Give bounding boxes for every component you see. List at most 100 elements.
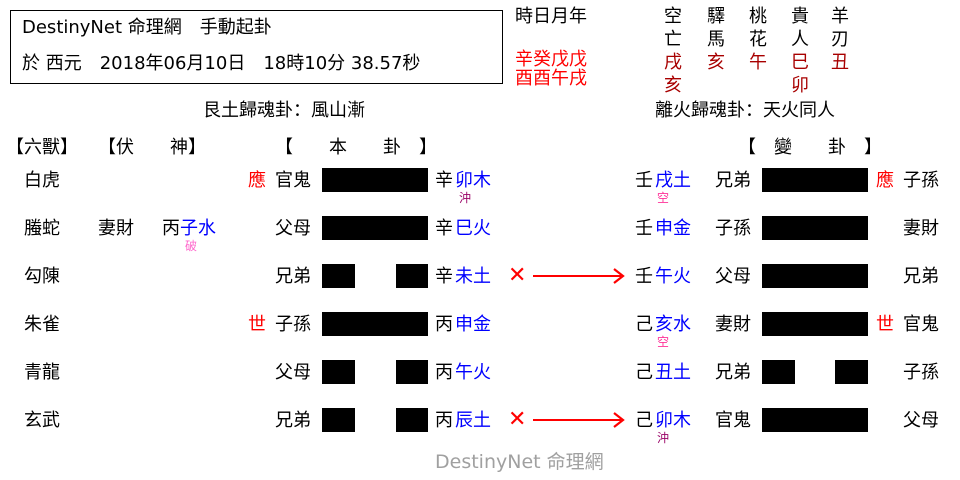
yin-line-left xyxy=(322,408,355,432)
relation: 父母 xyxy=(275,362,311,383)
changed-yang-line xyxy=(762,168,868,192)
shensha-value: 卯 xyxy=(791,75,809,96)
changed-stem: 己 xyxy=(635,410,653,431)
shensha-value: 丑 xyxy=(831,52,849,73)
changed-yang-line xyxy=(762,264,868,288)
changed-yin-line-left xyxy=(762,360,795,384)
changed-relation: 妻財 xyxy=(715,314,751,335)
pillars-branches: 酉酉午戌 xyxy=(515,68,587,89)
world-marker: 世 xyxy=(876,314,894,335)
yin-line-right xyxy=(396,408,428,432)
line-stem: 丙 xyxy=(435,362,453,383)
changed-relation: 兄弟 xyxy=(715,170,751,191)
changed-right-relation: 子孫 xyxy=(903,170,939,191)
shensha-name: 亡 xyxy=(664,29,682,50)
changed-branch: 亥水 xyxy=(655,314,691,335)
response-marker: 應 xyxy=(248,170,266,191)
shensha-value: 午 xyxy=(749,52,767,73)
changed-branch: 戌土 xyxy=(655,170,691,191)
line-branch: 未土 xyxy=(455,266,491,287)
six-beast: 勾陳 xyxy=(24,266,60,287)
line-branch: 辰土 xyxy=(455,410,491,431)
shensha-value: 戌 xyxy=(664,52,682,73)
shensha-name: 花 xyxy=(749,29,767,50)
changed-branch: 丑土 xyxy=(655,362,691,383)
line-branch: 巳火 xyxy=(455,218,491,239)
shensha-name: 羊 xyxy=(831,6,849,27)
shensha-name: 馬 xyxy=(707,29,725,50)
changed-right-relation: 父母 xyxy=(903,410,939,431)
yin-line-left xyxy=(322,360,355,384)
pillars-label: 時日月年 xyxy=(515,6,587,27)
changed-branch: 卯木 xyxy=(655,410,691,431)
response-marker: 應 xyxy=(876,170,894,191)
changed-relation: 父母 xyxy=(715,266,751,287)
shensha-name: 空 xyxy=(664,6,682,27)
hidden-stem: 丙 xyxy=(162,218,180,239)
relation: 兄弟 xyxy=(275,266,311,287)
header-changed-hexagram: 【 變 卦 】 xyxy=(738,137,882,158)
void-note: 空 xyxy=(657,191,670,205)
line-stem: 辛 xyxy=(435,218,453,239)
changed-stem: 壬 xyxy=(635,218,653,239)
arrow-right-icon xyxy=(613,268,625,284)
changed-hexagram-title: 離火歸魂卦：天火同人 xyxy=(655,100,835,121)
changed-stem: 己 xyxy=(635,314,653,335)
changed-relation: 兄弟 xyxy=(715,362,751,383)
line-branch: 午火 xyxy=(455,362,491,383)
yin-line-left xyxy=(322,264,355,288)
shensha-name: 人 xyxy=(791,29,809,50)
changed-yang-line xyxy=(762,216,868,240)
changed-stem: 己 xyxy=(635,362,653,383)
shensha-name: 桃 xyxy=(749,6,767,27)
changed-relation: 官鬼 xyxy=(715,410,751,431)
yang-line xyxy=(322,168,428,192)
header-box xyxy=(10,10,503,84)
main-hexagram-title: 艮土歸魂卦：風山漸 xyxy=(203,100,365,121)
change-arrow-line xyxy=(533,275,621,277)
shensha-name: 刃 xyxy=(831,29,849,50)
line-branch: 卯木 xyxy=(455,170,491,191)
changed-yang-line xyxy=(762,312,868,336)
relation: 官鬼 xyxy=(275,170,311,191)
line-stem: 辛 xyxy=(435,266,453,287)
changed-branch: 申金 xyxy=(655,218,691,239)
changed-branch: 午火 xyxy=(655,266,691,287)
line-branch: 申金 xyxy=(455,314,491,335)
changed-yang-line xyxy=(762,408,868,432)
broken-note: 破 xyxy=(185,239,198,253)
shensha-value: 亥 xyxy=(664,75,682,96)
changed-right-relation: 子孫 xyxy=(903,362,939,383)
moving-x-icon: ✕ xyxy=(508,263,527,288)
header-six-beasts: 【六獸】 xyxy=(6,137,78,158)
relation: 兄弟 xyxy=(275,410,311,431)
site-title: DestinyNet 命理網 手動起卦 xyxy=(22,17,272,38)
header-main-hexagram: 【 本 卦 】 xyxy=(275,137,437,158)
changed-right-relation: 妻財 xyxy=(903,218,939,239)
yang-line xyxy=(322,312,428,336)
six-beast: 朱雀 xyxy=(24,314,60,335)
relation: 子孫 xyxy=(275,314,311,335)
shensha-name: 貴 xyxy=(791,6,809,27)
yin-line-right xyxy=(396,360,428,384)
six-beast: 螣蛇 xyxy=(24,218,60,239)
shensha-name: 驛 xyxy=(707,6,725,27)
date-line: 於 西元 2018年06月10日 18時10分 38.57秒 xyxy=(22,53,421,74)
void-note: 空 xyxy=(657,335,670,349)
six-beast: 玄武 xyxy=(24,410,60,431)
line-stem: 丙 xyxy=(435,410,453,431)
line-stem: 丙 xyxy=(435,314,453,335)
hidden-relation: 妻財 xyxy=(98,218,134,239)
relation: 父母 xyxy=(275,218,311,239)
shensha-value: 巳 xyxy=(791,52,809,73)
changed-yin-line-right xyxy=(835,360,868,384)
shensha-value: 亥 xyxy=(707,52,725,73)
watermark: DestinyNet 命理網 xyxy=(435,451,604,473)
clash-note: 沖 xyxy=(459,191,472,205)
changed-stem: 壬 xyxy=(635,266,653,287)
yin-line-right xyxy=(396,264,428,288)
line-stem: 辛 xyxy=(435,170,453,191)
change-arrow-line xyxy=(533,419,621,421)
yang-line xyxy=(322,216,428,240)
clash-note: 沖 xyxy=(657,431,670,445)
